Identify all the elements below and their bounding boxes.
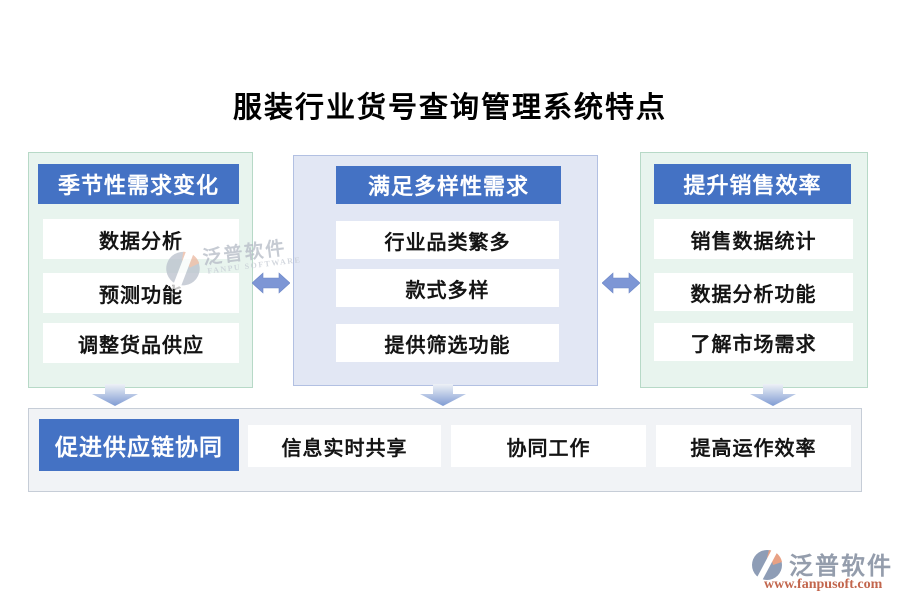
panel-header: 季节性需求变化 [38, 164, 239, 204]
fanpu-logo-icon [750, 545, 784, 588]
panel-item: 提高运作效率 [656, 425, 851, 467]
panel-item: 调整货品供应 [43, 323, 239, 363]
panel-item: 款式多样 [336, 269, 559, 307]
panel-sales-efficiency: 提升销售效率 销售数据统计 数据分析功能 了解市场需求 [640, 152, 868, 388]
panel-item: 协同工作 [451, 425, 646, 467]
left-right-arrow-icon [601, 271, 641, 300]
panel-item: 信息实时共享 [248, 425, 441, 467]
brand-name: 泛普软件 [789, 554, 893, 580]
panel-item: 行业品类繁多 [336, 221, 559, 259]
panel-item: 预测功能 [43, 273, 239, 313]
panel-item: 了解市场需求 [654, 323, 853, 361]
down-arrow-icon [420, 384, 466, 411]
panel-header: 满足多样性需求 [336, 166, 561, 204]
page-title: 服装行业货号查询管理系统特点 [232, 92, 667, 124]
down-arrow-icon [92, 384, 138, 411]
panel-header: 促进供应链协同 [39, 419, 239, 471]
panel-item: 销售数据统计 [654, 219, 853, 259]
panel-seasonal-demand: 季节性需求变化 数据分析 预测功能 调整货品供应 [28, 152, 253, 388]
brand-url: www.fanpusoft.com [764, 577, 883, 592]
panel-item: 数据分析 [43, 219, 239, 259]
left-right-arrow-icon [251, 271, 291, 300]
down-arrow-icon [750, 384, 796, 411]
panel-supply-chain-collaboration: 促进供应链协同 信息实时共享 协同工作 提高运作效率 [28, 408, 862, 492]
panel-diverse-needs: 满足多样性需求 行业品类繁多 款式多样 提供筛选功能 [293, 155, 598, 386]
fanpu-brand: 泛普软件 www.fanpusoft.com [750, 545, 898, 596]
panel-item: 数据分析功能 [654, 273, 853, 311]
panel-item: 提供筛选功能 [336, 324, 559, 362]
panel-header: 提升销售效率 [654, 164, 851, 204]
